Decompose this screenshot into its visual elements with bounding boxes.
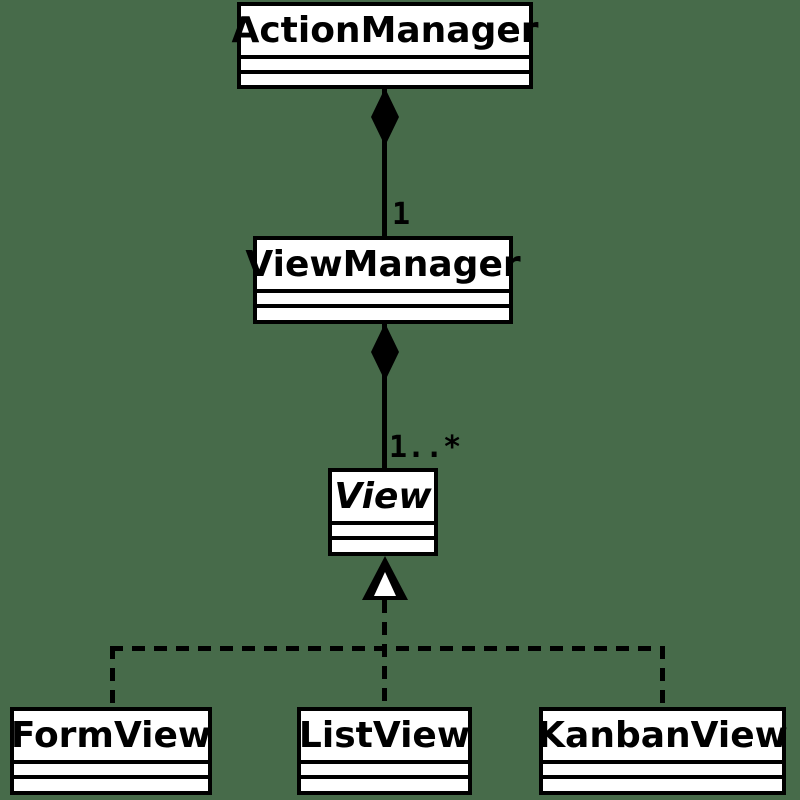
attributes-compartment [14, 760, 208, 775]
class-name-label: ListView [298, 715, 471, 756]
attributes-compartment [332, 521, 434, 536]
methods-compartment [241, 70, 529, 85]
attributes-compartment [257, 289, 509, 304]
inheritance-dashed-line-kanbanview [660, 646, 665, 707]
methods-compartment [332, 536, 434, 552]
class-box-view: View [328, 468, 438, 556]
class-name-label: KanbanView [537, 715, 788, 756]
class-name-label: ActionManager [231, 10, 539, 51]
methods-compartment [543, 775, 782, 791]
composition-line-viewmanager-view [382, 324, 387, 468]
methods-compartment [301, 775, 468, 791]
methods-compartment [257, 304, 509, 320]
composition-diamond-icon [371, 88, 399, 146]
class-box-listview: ListView [297, 707, 472, 795]
class-name-label: FormView [10, 715, 212, 756]
composition-diamond-icon [371, 323, 399, 381]
class-box-formview: FormView [10, 707, 212, 795]
methods-compartment [14, 775, 208, 791]
inheritance-dashed-line-formview [110, 646, 115, 707]
class-name-label: ViewManager [245, 244, 521, 285]
class-box-actionmanager: ActionManager [231, 2, 539, 89]
class-box-viewmanager: ViewManager [245, 236, 521, 324]
class-name-label: View [334, 476, 432, 517]
composition-line-actionmanager-viewmanager [382, 89, 387, 236]
attributes-compartment [543, 760, 782, 775]
inheritance-dashed-line-horizontal [110, 646, 665, 651]
class-box-kanbanview: KanbanView [537, 707, 788, 795]
inheritance-dashed-line-listview [382, 600, 387, 707]
multiplicity-label: 1..* [389, 430, 462, 465]
attributes-compartment [301, 760, 468, 775]
attributes-compartment [241, 55, 529, 70]
multiplicity-label: 1 [392, 197, 411, 232]
